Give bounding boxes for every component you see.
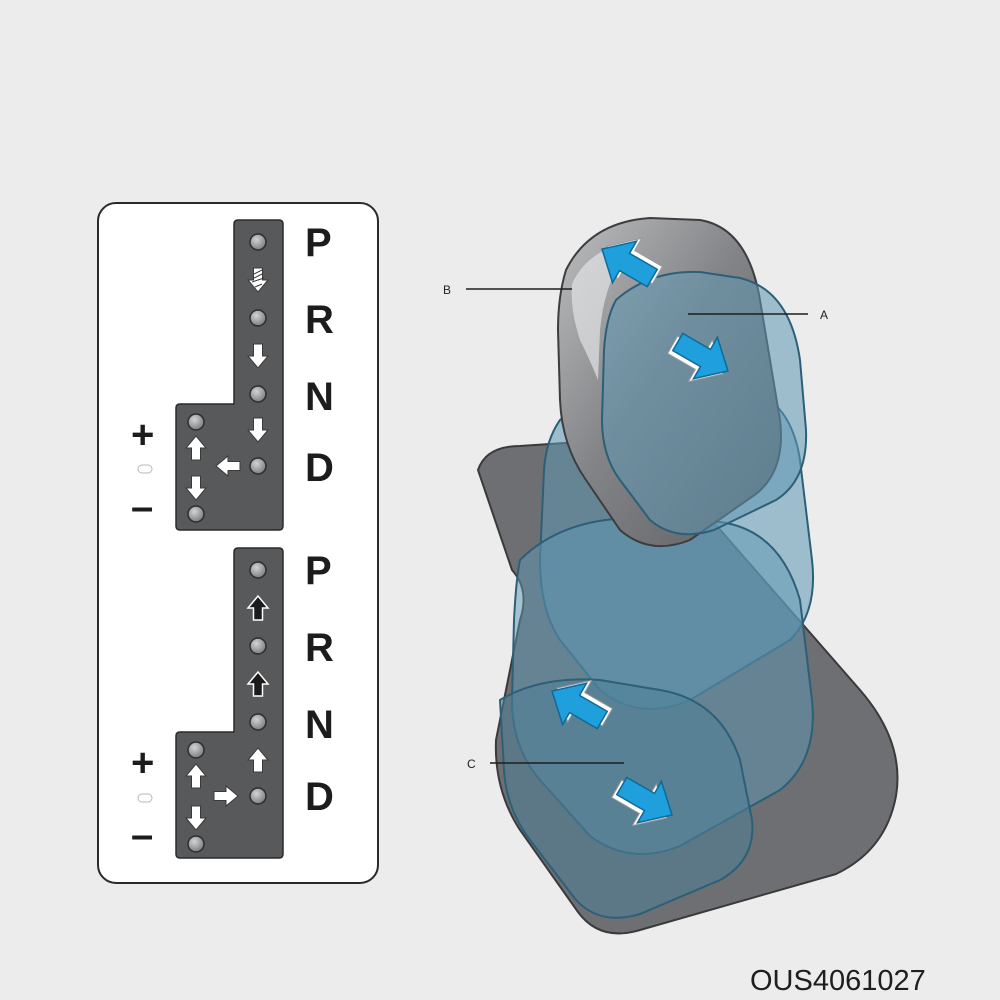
callout-a: A — [688, 308, 828, 322]
gear-label-d: D — [305, 775, 334, 819]
gear-position-dot — [249, 787, 267, 805]
gate-indicator-panel — [97, 202, 379, 884]
gear-label-d: D — [305, 446, 334, 490]
gear-label-n: N — [305, 375, 334, 419]
manual-position-dot — [187, 505, 205, 523]
manual-position-dot — [187, 413, 205, 431]
figure-code: OUS4061027 — [750, 965, 926, 997]
gear-label-r: R — [305, 298, 334, 342]
gear-position-dot — [249, 713, 267, 731]
gate-plate-top — [175, 219, 284, 531]
upshift-plus-label: + — [131, 741, 154, 785]
shift-knob-ghost-a — [600, 270, 808, 536]
gear-position-dot — [249, 637, 267, 655]
shift-knob-highlight — [571, 248, 624, 380]
shift-lever — [476, 216, 899, 935]
gate-diagram-bottom: P R N D + – — [131, 547, 334, 859]
gear-label-n: N — [305, 703, 334, 747]
manual-position-dot — [187, 835, 205, 853]
manual-indicator-mark — [137, 464, 153, 474]
gear-label-p: P — [305, 549, 332, 593]
gear-label-p: P — [305, 221, 332, 265]
callout-a-label: A — [820, 308, 828, 322]
upshift-plus-label: + — [131, 413, 154, 457]
callout-b-label: B — [443, 283, 451, 297]
gear-label-r: R — [305, 626, 334, 670]
downshift-minus-label: – — [131, 813, 153, 857]
callout-b: B — [443, 283, 572, 297]
gate-diagram-top: P R N D + – — [131, 219, 334, 531]
callout-c-label: C — [467, 757, 476, 771]
gear-position-dot — [249, 309, 267, 327]
gate-plate-bottom — [175, 547, 284, 859]
manual-indicator-mark — [137, 793, 153, 803]
gear-position-dot — [249, 457, 267, 475]
callout-c: C — [467, 757, 624, 771]
downshift-minus-label: – — [131, 485, 153, 529]
gear-position-dot — [249, 233, 267, 251]
gear-position-dot — [249, 385, 267, 403]
manual-position-dot — [187, 741, 205, 759]
gear-position-dot — [249, 561, 267, 579]
